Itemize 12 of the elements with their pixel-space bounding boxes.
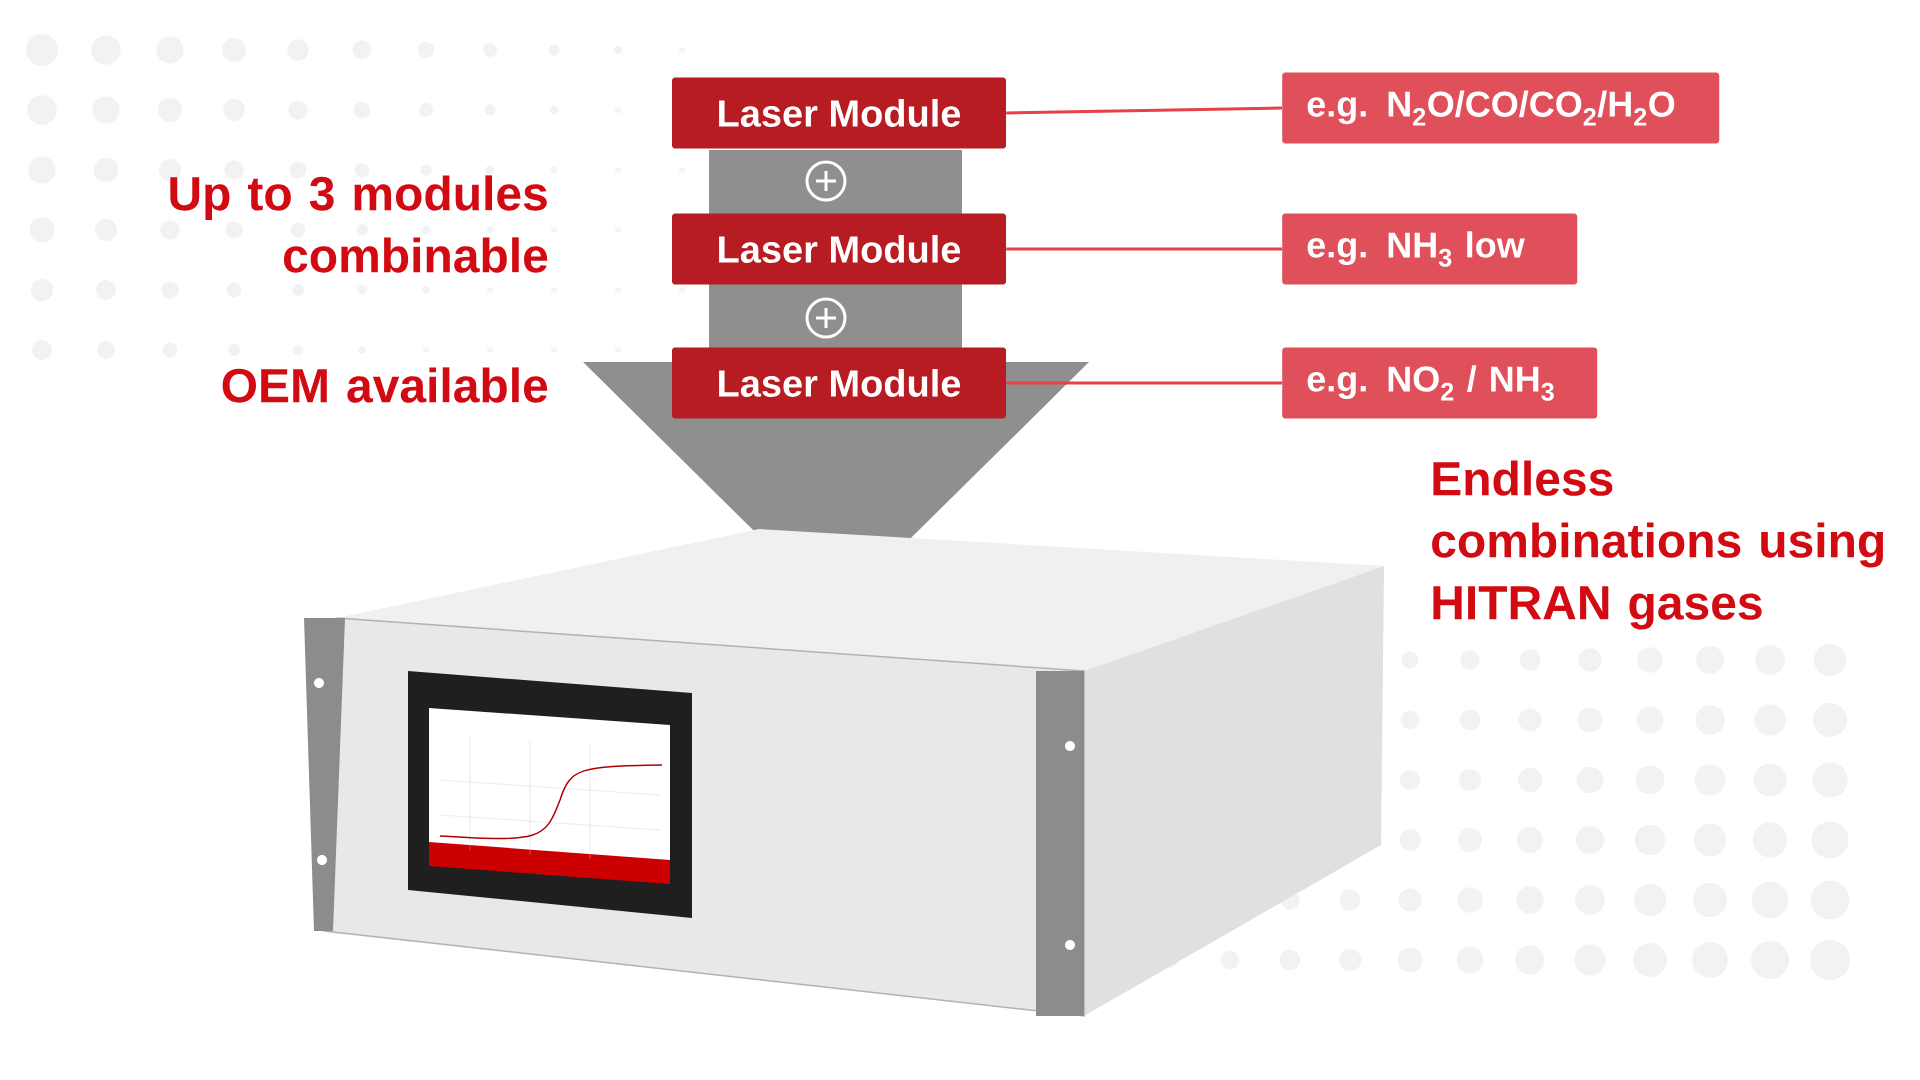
connector-line — [1006, 106, 1283, 115]
gas-box: e.g. NO$_{2}$ / NH$_{3}$ — [1282, 347, 1598, 419]
connector-line — [1006, 381, 1282, 385]
headline-text: Up to 3 modules combinable — [170, 175, 548, 273]
headline-text: OEM available — [222, 367, 548, 403]
module-box: Laser Module — [672, 347, 1006, 419]
gas-box: e.g. N$_{2}$O/CO/CO$_{2}$/H$_{2}$O — [1282, 72, 1720, 144]
module-box: Laser Module — [672, 77, 1006, 149]
gas-box: e.g. NH$_{3}$ low — [1282, 213, 1578, 285]
connector-line — [1006, 247, 1282, 251]
module-box: Laser Module — [672, 213, 1006, 285]
headline-text: Endless combinations using HITRAN gases — [1432, 460, 1884, 630]
